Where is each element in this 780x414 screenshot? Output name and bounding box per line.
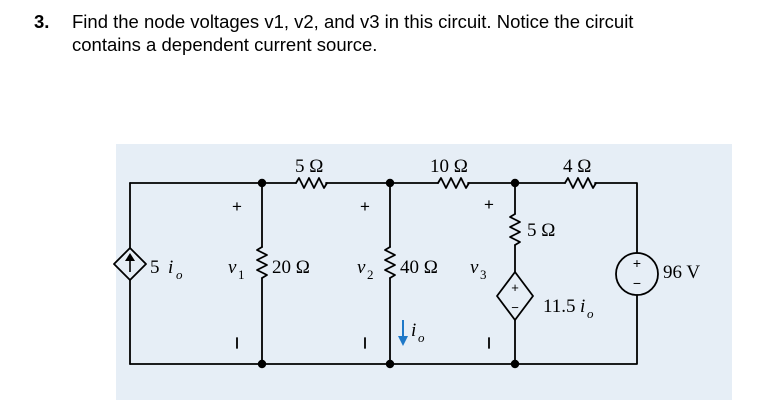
- label-dep-left-coef: 5: [150, 257, 160, 278]
- label-v2-var: v: [357, 257, 366, 278]
- label-dep-left-var: i: [168, 257, 173, 278]
- current-source-arrow: [125, 253, 135, 272]
- node-top-v2: [385, 178, 395, 188]
- resistor-40ohm: [384, 246, 396, 279]
- plus-v1: +: [232, 197, 242, 216]
- label-dep-right-sub: o: [587, 306, 594, 321]
- resistor-5ohm-top: [295, 177, 328, 189]
- label-r-top-mid: 10 Ω: [430, 156, 468, 177]
- label-io-sub: o: [418, 330, 425, 345]
- wire-top-far-right: [594, 182, 638, 254]
- resistor-4ohm-top: [564, 177, 597, 189]
- node-top-v1: [257, 178, 267, 188]
- minus-96v: −: [633, 275, 641, 291]
- plus-dep-source: +: [511, 280, 519, 295]
- plus-v3: +: [484, 195, 494, 214]
- label-v1-var: v: [228, 257, 237, 278]
- node-top-v3: [510, 178, 520, 188]
- label-dep-right-coef: 11.5: [543, 296, 576, 317]
- problem-text-line-2: contains a dependent current source.: [72, 34, 378, 55]
- minus-dep-source: −: [511, 300, 519, 315]
- label-dep-left-sub: o: [176, 267, 183, 282]
- label-r-top-left: 5 Ω: [295, 156, 323, 177]
- problem-line-1: 3. Find the node voltages v1, v2, and v3 …: [34, 10, 774, 33]
- resistor-10ohm-top: [437, 177, 470, 189]
- problem-number: 3.: [34, 11, 50, 32]
- resistor-20ohm: [256, 246, 268, 279]
- plus-96v: +: [633, 255, 641, 271]
- label-r-40: 40 Ω: [400, 257, 438, 278]
- label-v3-var: v: [470, 257, 479, 278]
- problem-statement: 3. Find the node voltages v1, v2, and v3 …: [34, 10, 774, 56]
- label-v3-sub: 3: [480, 267, 487, 282]
- wire-bottom: [129, 294, 638, 365]
- label-io-var: i: [411, 320, 416, 341]
- voltage-source-96v: [615, 252, 659, 296]
- node-bottom-v1: [257, 359, 267, 369]
- label-v2-sub: 2: [367, 267, 374, 282]
- resistor-5ohm-vertical: [509, 213, 521, 246]
- io-arrow: [398, 320, 408, 346]
- label-v1-sub: 1: [238, 267, 245, 282]
- label-96v: 96 V: [663, 262, 700, 283]
- dependent-current-source: [113, 247, 147, 281]
- node-bottom-v3: [510, 359, 520, 369]
- label-r-vertical-right: 5 Ω: [527, 220, 555, 241]
- label-r-top-right: 4 Ω: [563, 156, 591, 177]
- problem-text-line-1: Find the node voltages v1, v2, and v3 in…: [72, 11, 634, 32]
- plus-v2: +: [360, 197, 370, 216]
- circuit-panel: [116, 144, 732, 400]
- label-r-20: 20 Ω: [272, 257, 310, 278]
- label-dep-right-var: i: [580, 296, 585, 317]
- node-bottom-v2: [385, 359, 395, 369]
